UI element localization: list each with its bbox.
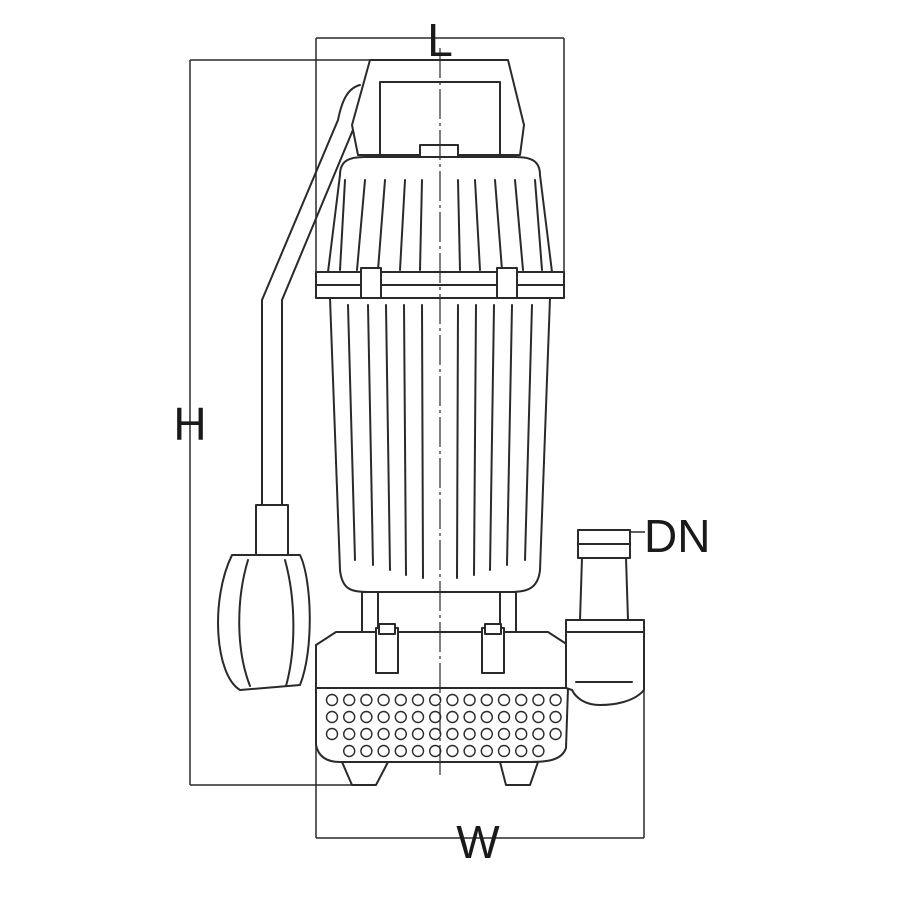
- strainer-hole: [515, 744, 528, 758]
- strainer-hole: [394, 710, 407, 724]
- strainer-base: [315, 687, 569, 763]
- strainer-hole: [429, 744, 442, 758]
- strainer-hole: [532, 710, 545, 724]
- strainer-hole: [463, 727, 476, 741]
- strainer-hole: [411, 693, 425, 707]
- strainer-hole: [394, 693, 407, 707]
- strainer-hole: [429, 710, 442, 724]
- label-outlet-dn: DN: [644, 510, 710, 562]
- strainer-hole: [446, 727, 459, 741]
- strainer-hole: [394, 744, 407, 758]
- strainer-hole: [360, 744, 373, 758]
- strainer-hole: [325, 727, 339, 741]
- strainer-hole: [360, 727, 373, 741]
- strainer-hole: [325, 710, 339, 724]
- strainer-hole: [360, 693, 373, 707]
- strainer-hole: [515, 710, 528, 724]
- strainer-hole: [377, 710, 390, 724]
- strainer-hole: [377, 727, 390, 741]
- strainer-hole: [411, 727, 425, 741]
- pump-housing: [315, 623, 569, 689]
- strainer-hole: [549, 710, 562, 724]
- strainer-hole: [360, 710, 373, 724]
- label-length: L: [427, 14, 453, 66]
- strainer-hole: [463, 710, 476, 724]
- strainer-hole: [446, 693, 459, 707]
- strainer-hole: [394, 727, 407, 741]
- float-switch: [217, 504, 311, 691]
- strainer-hole: [480, 710, 493, 724]
- strainer-hole: [343, 744, 356, 758]
- strainer-hole: [411, 710, 425, 724]
- strainer-hole: [497, 744, 511, 758]
- pump-feet: [341, 761, 539, 786]
- strainer-hole: [446, 744, 459, 758]
- strainer-hole: [343, 693, 356, 707]
- dimension-labels: L H W DN: [173, 14, 710, 868]
- discharge-outlet: [565, 529, 645, 706]
- strainer-holes: [325, 693, 562, 758]
- strainer-hole: [532, 744, 545, 758]
- label-width: W: [456, 816, 500, 868]
- strainer-hole: [497, 710, 511, 724]
- strainer-hole: [325, 693, 339, 707]
- strainer-hole: [463, 693, 476, 707]
- strainer-hole: [497, 727, 511, 741]
- strainer-hole: [343, 710, 356, 724]
- strainer-hole: [411, 744, 425, 758]
- strainer-hole: [549, 693, 562, 707]
- strainer-hole: [429, 727, 442, 741]
- strainer-hole: [480, 693, 493, 707]
- strainer-hole: [343, 727, 356, 741]
- strainer-hole: [480, 727, 493, 741]
- lifting-handle: [351, 59, 525, 158]
- strainer-hole: [549, 727, 562, 741]
- motor-supports: [361, 591, 517, 633]
- strainer-hole: [429, 693, 442, 707]
- strainer-hole: [463, 744, 476, 758]
- strainer-hole: [515, 727, 528, 741]
- strainer-hole: [497, 693, 511, 707]
- dimension-lines: [189, 37, 645, 839]
- strainer-hole: [532, 727, 545, 741]
- label-height: H: [173, 398, 206, 450]
- strainer-hole: [515, 693, 528, 707]
- strainer-hole: [480, 744, 493, 758]
- strainer-hole: [532, 693, 545, 707]
- strainer-hole: [377, 744, 390, 758]
- strainer-hole: [377, 693, 390, 707]
- strainer-hole: [446, 710, 459, 724]
